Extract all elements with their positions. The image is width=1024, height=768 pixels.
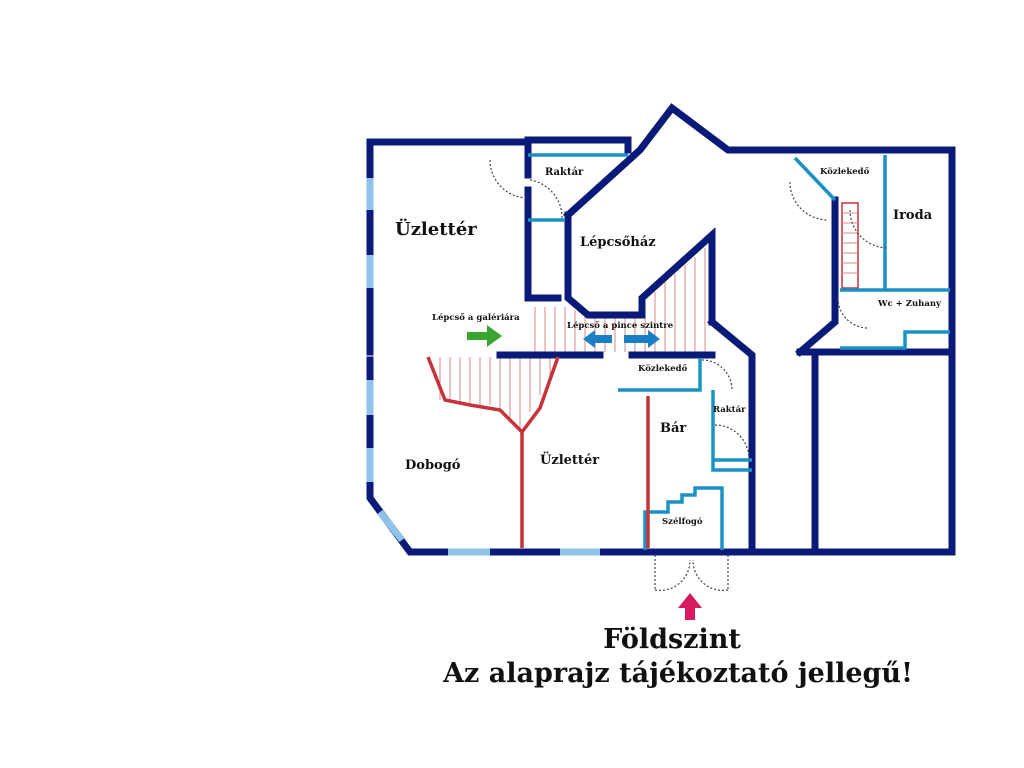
room-iroda: Iroda: [893, 208, 933, 223]
room-bar: Bár: [660, 421, 686, 436]
room-uzletter-top: Üzlettér: [395, 217, 477, 240]
windows: [366, 178, 600, 556]
caption-floor: Földszint: [603, 624, 741, 655]
exterior-walls: [366, 103, 956, 556]
stair-arrow-right-icon: [467, 325, 502, 347]
label-stair-cellar: Lépcső a pince szintre: [567, 320, 674, 331]
entry-arrow-icon: [678, 593, 702, 620]
partitions: [528, 153, 950, 550]
doors: [489, 159, 889, 592]
room-kozlekedo-mid: Közlekedő: [638, 363, 688, 374]
caption-disclaimer: Az alaprajz tájékoztató jellegű!: [442, 658, 913, 689]
room-wc-zuhany: Wc + Zuhany: [877, 299, 942, 309]
stair-hatching-cellar: [534, 248, 706, 352]
stair-outlines: [426, 356, 650, 548]
room-dobogo: Dobogó: [405, 458, 461, 473]
room-raktar-mid: Raktár: [713, 404, 746, 415]
stair-hatching-corridor: [841, 202, 859, 289]
room-lepcsohaz: Lépcsőház: [580, 235, 656, 250]
stair-arrow-double-icon: [583, 330, 660, 348]
room-kozlekedo-top: Közlekedő: [820, 166, 870, 177]
label-stair-gallery: Lépcső a galériára: [432, 312, 520, 323]
room-raktar-top: Raktár: [545, 167, 584, 178]
room-uzletter-bottom: Üzlettér: [540, 451, 599, 468]
stair-hatching-gallery: [439, 357, 551, 428]
room-szelfogo: Szélfogó: [662, 516, 703, 527]
